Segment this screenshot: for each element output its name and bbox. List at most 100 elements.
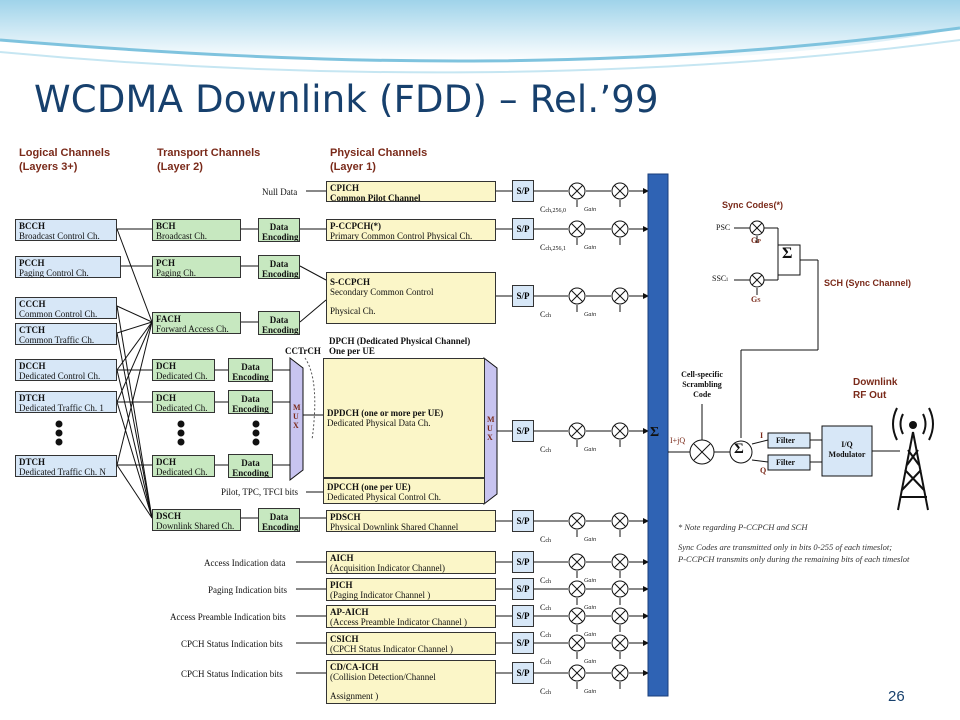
sp-box-1: S/P <box>512 218 534 240</box>
dpch-title: DPCH (Dedicated Physical Channel)One per… <box>329 336 471 356</box>
gs-label: GS <box>751 295 761 304</box>
sum-bar-sigma: Σ <box>650 425 660 440</box>
physical-channel-aich: AICH(Acquisition Indicator Channel) <box>326 551 496 574</box>
note-line-2: P-CCPCH transmits only during the remain… <box>678 554 910 564</box>
header-swoosh <box>0 26 960 63</box>
iq-sum-sigma: Σ <box>734 441 744 457</box>
modulator-box <box>821 425 873 477</box>
sp-box-5: S/P <box>512 551 534 573</box>
slide-number: 26 <box>888 688 905 705</box>
filter-q-box <box>767 454 811 471</box>
gain-label-1: Gain <box>584 245 596 251</box>
gain-label-0: Gain <box>584 207 596 213</box>
gain-label-4: Gain <box>584 537 596 543</box>
physical-header: Physical Channels(Layer 1) <box>330 147 428 173</box>
sum-bar <box>647 173 669 697</box>
physical-channel-dpcch: DPCCH (one per UE)Dedicated Physical Con… <box>323 478 485 504</box>
ssc-label: SSCi <box>712 274 728 283</box>
code-label-8: Cch <box>540 657 552 666</box>
logical-transport-links <box>116 228 153 519</box>
transport-header: Transport Channels(Layer 2) <box>157 147 261 173</box>
sp-box-0: S/P <box>512 180 534 202</box>
physical-sp-links <box>496 190 512 674</box>
gain-label-8: Gain <box>584 659 596 665</box>
null-data-label: Null Data <box>262 187 298 197</box>
code-label-7: Cch <box>540 630 552 639</box>
iq-sum-label: I+jQ <box>670 436 686 445</box>
physical-channel-dpdch: DPDCH (one or more per UE)Dedicated Phys… <box>323 358 485 478</box>
sp-box-3: S/P <box>512 420 534 442</box>
sp-box-2: S/P <box>512 285 534 307</box>
gain-label-9: Gain <box>584 689 596 695</box>
note-title: * Note regarding P-CCPCH and SCH <box>678 522 808 532</box>
gp-label: GP <box>751 236 761 245</box>
slide-title: WCDMA Downlink (FDD) – Rel.’99 <box>34 78 659 121</box>
cctrch-label: CCTrCH <box>285 346 321 356</box>
code-label-5: Cch <box>540 576 552 585</box>
filter-i-label: Filter <box>776 436 796 445</box>
mux-left-shape <box>289 356 304 482</box>
indicator-input-access: Access Indication data <box>204 558 286 568</box>
iq-sum-circle <box>729 440 753 464</box>
gain-label-7: Gain <box>584 632 596 638</box>
psc-label: PSC <box>716 223 731 232</box>
transport-encoding-links <box>215 190 327 674</box>
code-label-2: Cch <box>540 310 552 319</box>
gain-label-3: Gain <box>584 447 596 453</box>
physical-channel-csich: CSICH(CPCH Status Indicator Channel ) <box>326 632 496 655</box>
code-label-3: Cch <box>540 445 552 454</box>
code-label-6: Cch <box>540 603 552 612</box>
filter-i-box <box>767 432 811 449</box>
indicator-input-paging: Paging Indication bits <box>208 585 287 595</box>
antenna-icon <box>892 407 934 511</box>
gain-label-6: Gain <box>584 605 596 611</box>
q-branch-label: Q <box>760 466 767 475</box>
sync-sum-sigma: Σ <box>782 245 793 262</box>
indicator-input-access-preamble: Access Preamble Indication bits <box>170 612 286 622</box>
sync-sum-box <box>777 244 801 276</box>
pilot-tpc-tfci-label: Pilot, TPC, TFCI bits <box>221 487 298 497</box>
code-label-1: Cch,256,1 <box>540 243 567 252</box>
sp-box-6: S/P <box>512 578 534 600</box>
indicator-input-cpch-status-1: CPCH Status Indication bits <box>181 639 283 649</box>
sp-box-7: S/P <box>512 605 534 627</box>
sync-codes-title: Sync Codes(*) <box>722 200 784 210</box>
physical-channel-pich: PICH(Paging Indicator Channel ) <box>326 578 496 601</box>
note-line-1: Sync Codes are transmitted only in bits … <box>678 542 893 552</box>
gain-label-5: Gain <box>584 578 596 584</box>
header-banner <box>0 0 960 62</box>
physical-channel-ap-aich: AP-AICH(Access Preamble Indicator Channe… <box>326 605 496 628</box>
sp-box-4: S/P <box>512 510 534 532</box>
i-branch-label: I <box>760 431 764 440</box>
sp-box-9: S/P <box>512 662 534 684</box>
code-label-0: Cch,256,0 <box>540 205 567 214</box>
